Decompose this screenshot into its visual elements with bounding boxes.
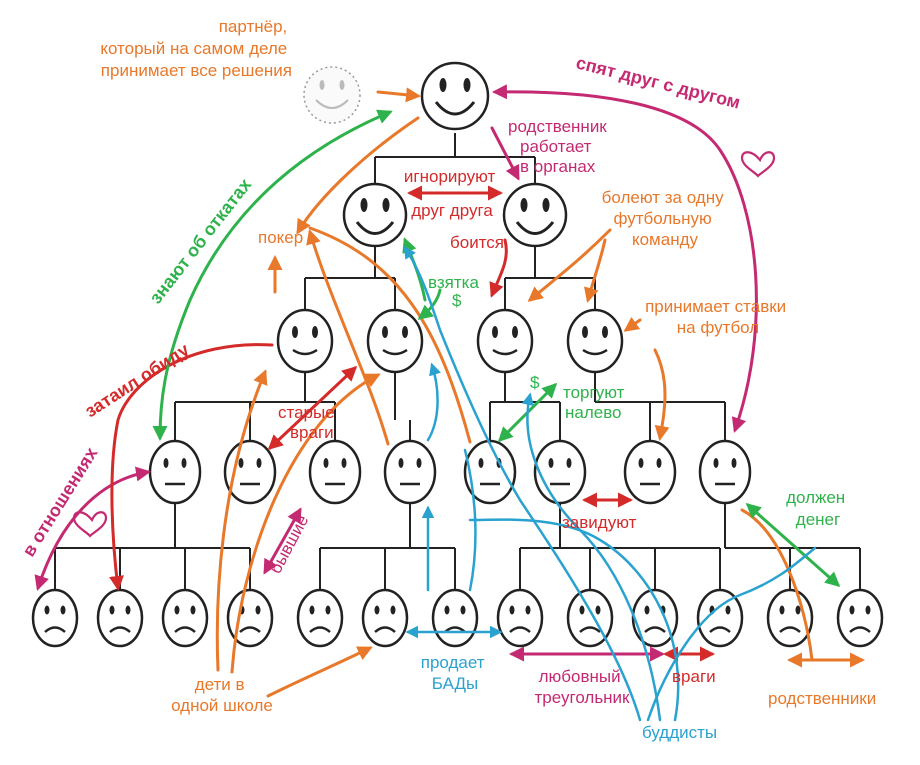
red-arrows (109, 185, 715, 662)
worker-face-1 (148, 439, 202, 505)
arrow-bets-to-lead (623, 316, 642, 332)
lead-face-3 (476, 308, 534, 374)
arrow-exes (263, 507, 302, 575)
intern-face-6 (361, 588, 409, 648)
label-relative-police: родственник работает в органах (508, 117, 611, 176)
lead-face-2 (366, 308, 424, 374)
label-buddhists: буддисты (642, 723, 717, 742)
arrow-blue-4 (468, 518, 680, 722)
manager-face-left (342, 182, 408, 248)
worker-face-3 (308, 439, 362, 505)
intern-face-2 (96, 588, 144, 648)
label-kids-school: дети в одной школе (171, 675, 273, 715)
arrow-blue-2 (403, 245, 642, 722)
worker-face-5 (463, 439, 517, 505)
green-arrows (152, 109, 841, 587)
arrow-bribe-up (402, 237, 427, 302)
heart-icon (740, 151, 776, 178)
arrow-partner-to-boss (376, 87, 421, 103)
label-exes: бывшие (266, 512, 313, 577)
label-ignore: игнорируют друг друга (404, 167, 500, 220)
label-relatives: родственники (768, 689, 876, 708)
intern-face-10 (631, 588, 679, 648)
label-grudge: затаил обиду (81, 339, 192, 421)
label-bribe: взятка $ (428, 273, 484, 310)
intern-face-13 (836, 588, 884, 648)
blue-arrows (403, 245, 817, 722)
label-old-enemies: старые враги (278, 403, 339, 442)
boss-face (420, 61, 490, 131)
arrow-blue-1 (426, 362, 441, 442)
label-envy: завидуют (562, 513, 637, 532)
intern-face-5 (296, 588, 344, 648)
arrow-supplements-mid (463, 448, 477, 592)
label-partner: партнёр, который на самом деле принимает… (100, 17, 292, 80)
label-owes-money: должен денег (786, 488, 850, 529)
label-sleep-together: спят друг с другом (574, 52, 742, 112)
arrow-kickbacks (152, 109, 393, 441)
intern-face-4 (226, 588, 274, 648)
intern-face-7 (431, 588, 479, 648)
label-afraid: боится (450, 233, 504, 252)
label-kickbacks: знают об откатах (145, 175, 255, 308)
label-enemies: враги (672, 667, 716, 686)
intern-face-11 (696, 588, 744, 648)
magenta-arrows (34, 84, 758, 662)
arrow-afraid (489, 238, 508, 298)
intern-face-8 (496, 588, 544, 648)
intern-face-3 (161, 588, 209, 648)
arrow-relationship (34, 466, 151, 591)
manager-face-right (502, 182, 568, 248)
arrow-bets-down (653, 348, 670, 441)
worker-face-7 (623, 439, 677, 505)
intern-face-1 (31, 588, 79, 648)
worker-face-2 (223, 439, 277, 505)
worker-face-4 (383, 439, 437, 505)
label-same-team: болеют за одну футбольную команду (602, 188, 729, 249)
worker-face-8 (698, 439, 752, 505)
lead-face-4 (566, 308, 624, 374)
arrow-bribe-down (417, 288, 442, 320)
label-trade-left: торгуют налево (563, 383, 629, 422)
lead-face-1 (276, 308, 334, 374)
heart-icons (72, 151, 776, 538)
label-love-triangle: любовный треугольник (534, 667, 630, 707)
arrow-sleep-together (492, 84, 758, 433)
label-bets: принимает ставки на футбол (645, 297, 791, 337)
arrow-blue-5 (646, 546, 817, 722)
worker-face-6 (533, 439, 587, 505)
partner-face (303, 66, 361, 124)
label-trade-dollar: $ (530, 373, 540, 392)
heart-icon (72, 511, 108, 538)
label-supplements: продает БАДы (421, 653, 490, 693)
label-poker: покер (258, 228, 303, 247)
arrow-relative-police (490, 126, 520, 181)
arrow-owes-money (745, 503, 841, 587)
arrow-school-right (266, 646, 373, 698)
